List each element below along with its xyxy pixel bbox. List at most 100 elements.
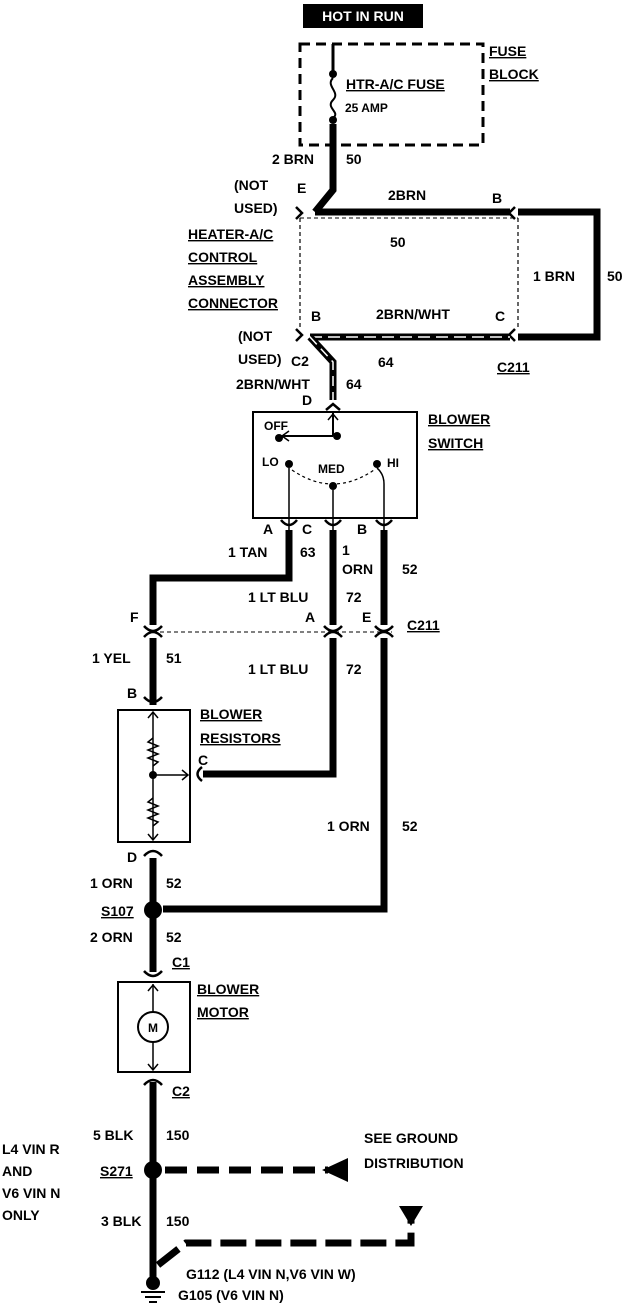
c211-a-connector <box>323 625 343 638</box>
wire-fuse-size-color: 2 BRN <box>272 151 314 167</box>
fuse-block-title-1: FUSE <box>489 43 526 59</box>
ground-note-1: L4 VIN R <box>2 1141 60 1157</box>
wire-orn-label-1: 1 <box>342 542 350 558</box>
wire-1brn-loop-label: 1 BRN <box>533 268 575 284</box>
control-assembly-title-3: ASSEMBLY <box>188 272 265 288</box>
fuse-block-box <box>298 42 485 147</box>
switch-c-connector <box>324 519 342 527</box>
wire-1tan-circuit: 63 <box>300 544 316 560</box>
wire-2brnwht-bottom-label: 2BRN/WHT <box>376 306 450 322</box>
fuse-symbol <box>329 77 337 119</box>
wire-orn-long-label: 1 ORN <box>327 818 370 834</box>
blower-motor-box <box>117 981 191 1073</box>
wire-orn-circuit: 52 <box>402 561 418 577</box>
resistor-d-connector <box>143 849 163 857</box>
connector-pin-e: E <box>297 180 306 196</box>
not-used-1a: (NOT <box>234 177 269 193</box>
switch-common-contact <box>333 432 341 440</box>
resistor-pin-d: D <box>127 849 137 865</box>
switch-hi-lead <box>376 467 385 530</box>
switch-pin-c: C <box>302 521 312 537</box>
wire-2orn-label: 2 ORN <box>90 929 133 945</box>
ground-g112: G112 (L4 VIN N,V6 VIN W) <box>186 1266 356 1282</box>
switch-off-label: OFF <box>264 419 288 433</box>
resistor-c-connector <box>196 766 203 782</box>
control-assembly-title-4: CONNECTOR <box>188 295 278 311</box>
resistor-zigzag-upper <box>145 737 161 767</box>
wire-top-circuit: 50 <box>390 234 406 250</box>
switch-hi-label: HI <box>387 456 399 470</box>
wire-5blk-circuit: 150 <box>166 1127 190 1143</box>
motor-arrow-bottom <box>147 1063 159 1072</box>
ground-terminal <box>146 1276 160 1290</box>
wire-1yel-circuit: 51 <box>166 650 182 666</box>
splice-s107 <box>144 901 162 919</box>
connector-e-symbol <box>295 206 304 220</box>
wire-3blk-circuit: 150 <box>166 1213 190 1229</box>
wire-ltblu-lower-circuit: 72 <box>346 661 362 677</box>
connector-b-left-symbol <box>295 328 304 342</box>
resistor-out-circuit: 52 <box>166 875 182 891</box>
not-used-1b: USED) <box>234 200 278 216</box>
c211-pin-f: F <box>130 609 139 625</box>
splice-s107-label: S107 <box>101 903 134 919</box>
fuse-block-title-2: BLOCK <box>489 66 539 82</box>
hot-in-run-label: HOT IN RUN <box>322 8 404 24</box>
motor-c2-connector <box>143 1078 163 1086</box>
wire-1ltblu-lower <box>203 638 337 778</box>
connector-pin-c: C <box>495 308 505 324</box>
switch-lo-label: LO <box>262 455 279 469</box>
c211-lower-label: C211 <box>407 617 440 633</box>
switch-pin-d: D <box>302 392 312 408</box>
resistor-arrow-bottom <box>147 833 159 842</box>
ground-symbol-right <box>399 1206 423 1226</box>
c211-pin-a: A <box>305 609 315 625</box>
switch-b-connector <box>375 519 393 527</box>
wire-2brnwht-to-switch <box>307 334 337 400</box>
wire-1yel-label: 1 YEL <box>92 650 131 666</box>
motor-c1-connector <box>143 970 163 978</box>
not-used-2a: (NOT <box>238 328 273 344</box>
switch-arc <box>291 469 375 485</box>
motor-c2: C2 <box>172 1083 190 1099</box>
blower-resistors-box <box>117 709 191 843</box>
resistor-b-connector <box>143 696 163 704</box>
fuse-name: HTR-A/C FUSE <box>346 76 445 92</box>
wire-1orn-long <box>163 638 388 913</box>
wire-fuse-to-connector <box>312 124 337 215</box>
wire-orn-label-2: ORN <box>342 561 373 577</box>
c211-e-connector <box>374 625 394 638</box>
ground-note-4: ONLY <box>2 1207 40 1223</box>
resistor-zigzag-lower <box>145 797 161 827</box>
resistor-arrow-top <box>147 710 159 719</box>
resistor-pin-c: C <box>198 752 208 768</box>
connector-pin-b-right: B <box>492 190 502 206</box>
blower-motor-title-2: MOTOR <box>197 1004 249 1020</box>
switch-a-connector <box>280 519 298 527</box>
wire-1tan-label: 1 TAN <box>228 544 267 560</box>
splice-s271-label: S271 <box>100 1163 133 1179</box>
wire-ltblu-lower-label: 1 LT BLU <box>248 661 308 677</box>
resistor-pin-b: B <box>127 685 137 701</box>
control-assembly-title-1: HEATER-A/C <box>188 226 273 242</box>
fuse-rating: 25 AMP <box>345 101 388 115</box>
blower-switch-title-1: BLOWER <box>428 411 490 427</box>
see-ground-2: DISTRIBUTION <box>364 1155 464 1171</box>
wire-2brnwht-to-switch-stripe <box>309 336 334 400</box>
blower-resistors-title-2: RESISTORS <box>200 730 281 746</box>
switch-pin-b: B <box>357 521 367 537</box>
see-ground-1: SEE GROUND <box>364 1130 458 1146</box>
control-assembly-title-2: CONTROL <box>188 249 258 265</box>
wire-orn-long-circuit: 52 <box>402 818 418 834</box>
fuse-terminal-bottom <box>329 116 337 124</box>
switch-feed-circuit: 64 <box>346 376 362 392</box>
motor-c1: C1 <box>172 954 190 970</box>
hot-in-run-badge <box>303 4 423 28</box>
switch-med-label: MED <box>318 462 345 476</box>
switch-d-connector <box>325 402 341 411</box>
wire-2brn-top-label: 2BRN <box>388 187 426 203</box>
wire-ltblu-circuit: 72 <box>346 589 362 605</box>
blower-switch-title-2: SWITCH <box>428 435 483 451</box>
wire-ltblu-label: 1 LT BLU <box>248 589 308 605</box>
